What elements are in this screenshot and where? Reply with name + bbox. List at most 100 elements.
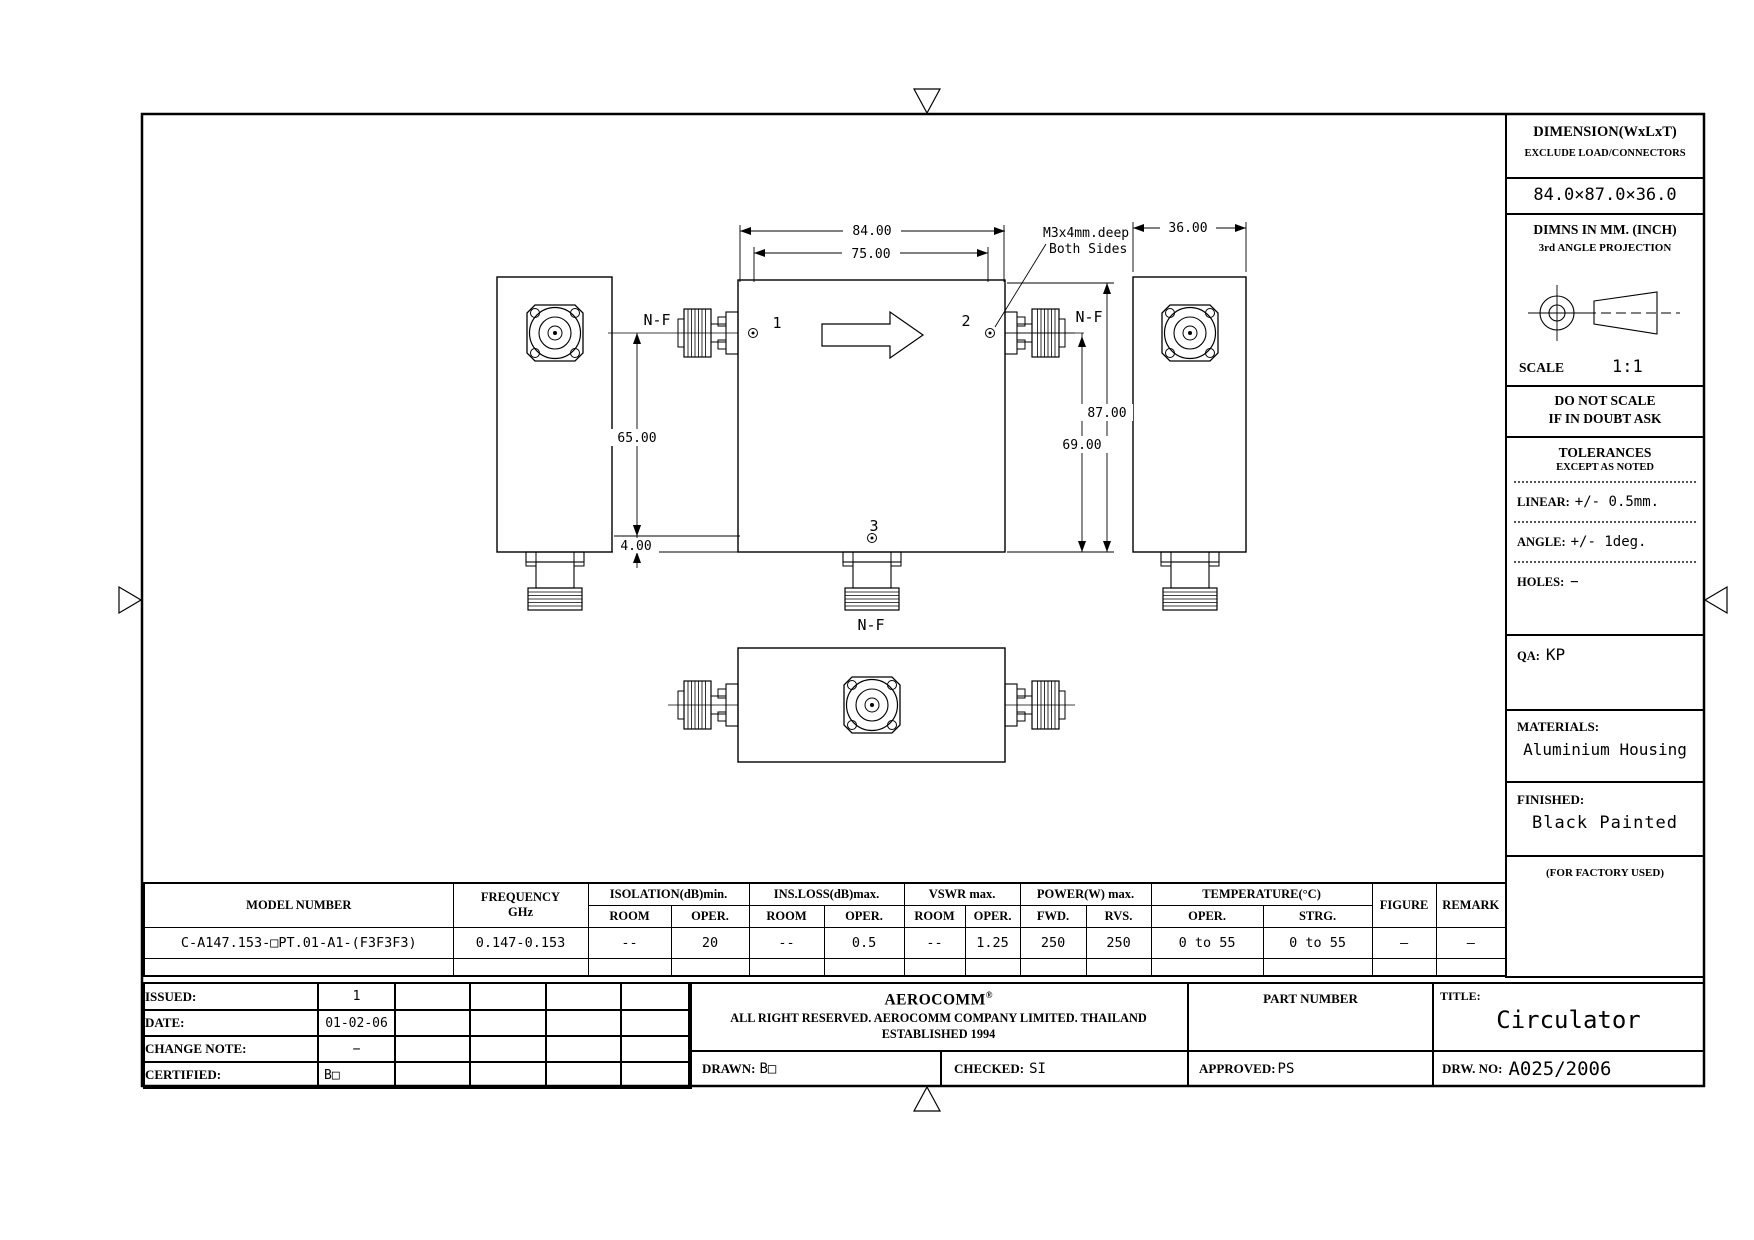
col-header-temperature: TEMPERATURE(°C) xyxy=(1150,882,1373,906)
col-header-frequency: FREQUENCY GHz xyxy=(452,882,589,928)
callout-leader xyxy=(994,243,1047,328)
revision-empty-cell xyxy=(394,1035,471,1063)
revision-empty-cell xyxy=(545,1009,622,1037)
spec-empty-cell xyxy=(1435,957,1507,977)
cell-remark: — xyxy=(1435,926,1507,959)
col-header-model: MODEL NUMBER xyxy=(143,882,454,928)
approved-cell: APPROVED: PS xyxy=(1187,1050,1434,1087)
right-side-view xyxy=(1132,276,1247,553)
dim-left: 65.00 xyxy=(617,431,656,446)
part-number-label: PART NUMBER xyxy=(1263,991,1358,1006)
revision-empty-cell xyxy=(620,1061,692,1089)
cell-temp-strg: 0 to 55 xyxy=(1262,926,1373,959)
issued-label: ISSUED: xyxy=(143,982,319,1011)
centering-mark-bottom xyxy=(912,1085,942,1112)
col-header-figure: FIGURE xyxy=(1371,882,1437,928)
company-block: AEROCOMM® ALL RIGHT RESERVED. AEROCOMM C… xyxy=(688,982,1189,1052)
spec-table: MODEL NUMBER FREQUENCY GHz ISOLATION(dB)… xyxy=(143,882,1508,977)
spec-empty-cell xyxy=(143,957,454,977)
revision-empty-cell xyxy=(545,1061,622,1089)
thread-callout-line1: M3x4mm.deep xyxy=(1043,226,1129,241)
linear-value: +/- 0.5mm. xyxy=(1574,494,1660,510)
dim-width: 84.00 xyxy=(852,224,891,239)
cell-temp-oper: 0 to 55 xyxy=(1150,926,1264,959)
issued-value: 1 xyxy=(317,982,396,1011)
projection-line: 3rd ANGLE PROJECTION xyxy=(1538,242,1672,254)
date-value: 01-02-06 xyxy=(317,1009,396,1037)
drw-no-value: A025/2006 xyxy=(1508,1057,1612,1080)
spec-empty-cell xyxy=(748,957,825,977)
angle-tolerance-row: ANGLE: +/- 1deg. xyxy=(1507,534,1703,550)
subheader-room: ROOM xyxy=(748,904,825,928)
holes-value: − xyxy=(1570,574,1579,590)
warning-line1: DO NOT SCALE xyxy=(1554,393,1656,408)
cell-power-fwd: 250 xyxy=(1019,926,1087,959)
angle-label: ANGLE: xyxy=(1517,535,1566,549)
qa-section: QA: KP xyxy=(1507,636,1703,711)
qa-row: QA: KP xyxy=(1507,645,1703,664)
drw-no-label: DRW. NO: xyxy=(1442,1060,1503,1076)
third-angle-projection-icon xyxy=(1528,285,1680,341)
col-header-ins-loss: INS.LOSS(dB)max. xyxy=(748,882,905,906)
subheader-room: ROOM xyxy=(587,904,672,928)
revision-empty-cell xyxy=(620,1009,692,1037)
scale-row: SCALE 1:1 xyxy=(1519,357,1693,377)
approved-label: APPROVED: xyxy=(1199,1060,1276,1076)
revision-empty-cell xyxy=(620,1035,692,1063)
checked-cell: CHECKED: SI xyxy=(940,1050,1189,1087)
company-name: AEROCOMM xyxy=(884,991,986,1009)
change-note-label: CHANGE NOTE: xyxy=(143,1035,319,1063)
frequency-line2: GHz xyxy=(508,905,533,920)
tolerances-note: EXCEPT AS NOTED xyxy=(1556,462,1654,473)
dimension-value: 84.0×87.0×36.0 xyxy=(1533,185,1677,205)
warning-line2: IF IN DOUBT ASK xyxy=(1548,411,1662,426)
drawn-value: B□ xyxy=(759,1060,777,1077)
port-2-label: 2 xyxy=(961,312,970,330)
cell-frequency: 0.147-0.153 xyxy=(452,926,589,959)
dimension-lines xyxy=(612,222,1247,568)
revision-empty-cell xyxy=(469,1061,547,1089)
scale-value: 1:1 xyxy=(1612,357,1643,377)
units-line: DIMNS IN MM. (INCH) xyxy=(1533,222,1677,237)
dim-bottom: 4.00 xyxy=(620,539,651,554)
revision-empty-cell xyxy=(469,1035,547,1063)
revision-empty-cell xyxy=(545,1035,622,1063)
revision-table: ISSUED: 1 DATE: 01-02-06 CHANGE NOTE: − … xyxy=(143,982,692,1089)
revision-empty-cell xyxy=(620,982,692,1011)
drawing-title: Circulator xyxy=(1496,1006,1641,1034)
subheader-strg: STRG. xyxy=(1262,904,1373,928)
qa-value: KP xyxy=(1545,645,1566,664)
centering-mark-left xyxy=(118,585,143,615)
do-not-scale-section: DO NOT SCALE IF IN DOUBT ASK xyxy=(1507,387,1703,438)
company-rights: ALL RIGHT RESERVED. AEROCOMM COMPANY LIM… xyxy=(730,1011,1147,1026)
divider-dotted xyxy=(1514,561,1696,563)
spec-empty-cell xyxy=(1019,957,1087,977)
tolerances-section: TOLERANCES EXCEPT AS NOTED LINEAR: +/- 0… xyxy=(1507,438,1703,636)
dimension-value-section: 84.0×87.0×36.0 xyxy=(1507,179,1703,215)
finished-label: FINISHED: xyxy=(1517,792,1585,807)
checked-value: SI xyxy=(1029,1060,1046,1077)
cell-isolation-oper: 20 xyxy=(670,926,750,959)
sidebar: DIMENSION(WxLxT) EXCLUDE LOAD/CONNECTORS… xyxy=(1505,113,1705,978)
cell-vswr-oper: 1.25 xyxy=(964,926,1021,959)
spec-empty-row xyxy=(143,957,1507,977)
frequency-line1: FREQUENCY xyxy=(480,890,561,905)
port-screw-holes xyxy=(748,328,995,543)
dim-height: 87.00 xyxy=(1087,406,1126,421)
left-side-view xyxy=(496,276,613,553)
divider-dotted xyxy=(1514,481,1696,483)
col-header-power: POWER(W) max. xyxy=(1019,882,1152,906)
col-header-remark: REMARK xyxy=(1435,882,1507,928)
spec-data-row: C-A147.153-□PT.01-A1-(F3F3F3) 0.147-0.15… xyxy=(143,926,1507,959)
orthographic-views xyxy=(496,276,1247,763)
revision-empty-cell xyxy=(394,1061,471,1089)
qa-label: QA: xyxy=(1517,649,1540,663)
cell-ins-loss-oper: 0.5 xyxy=(823,926,905,959)
company-established: ESTABLISHED 1994 xyxy=(881,1027,996,1042)
spec-empty-cell xyxy=(903,957,966,977)
spec-empty-cell xyxy=(587,957,672,977)
change-note-value: − xyxy=(317,1035,396,1063)
spec-empty-cell xyxy=(452,957,589,977)
subheader-rvs: RVS. xyxy=(1085,904,1152,928)
